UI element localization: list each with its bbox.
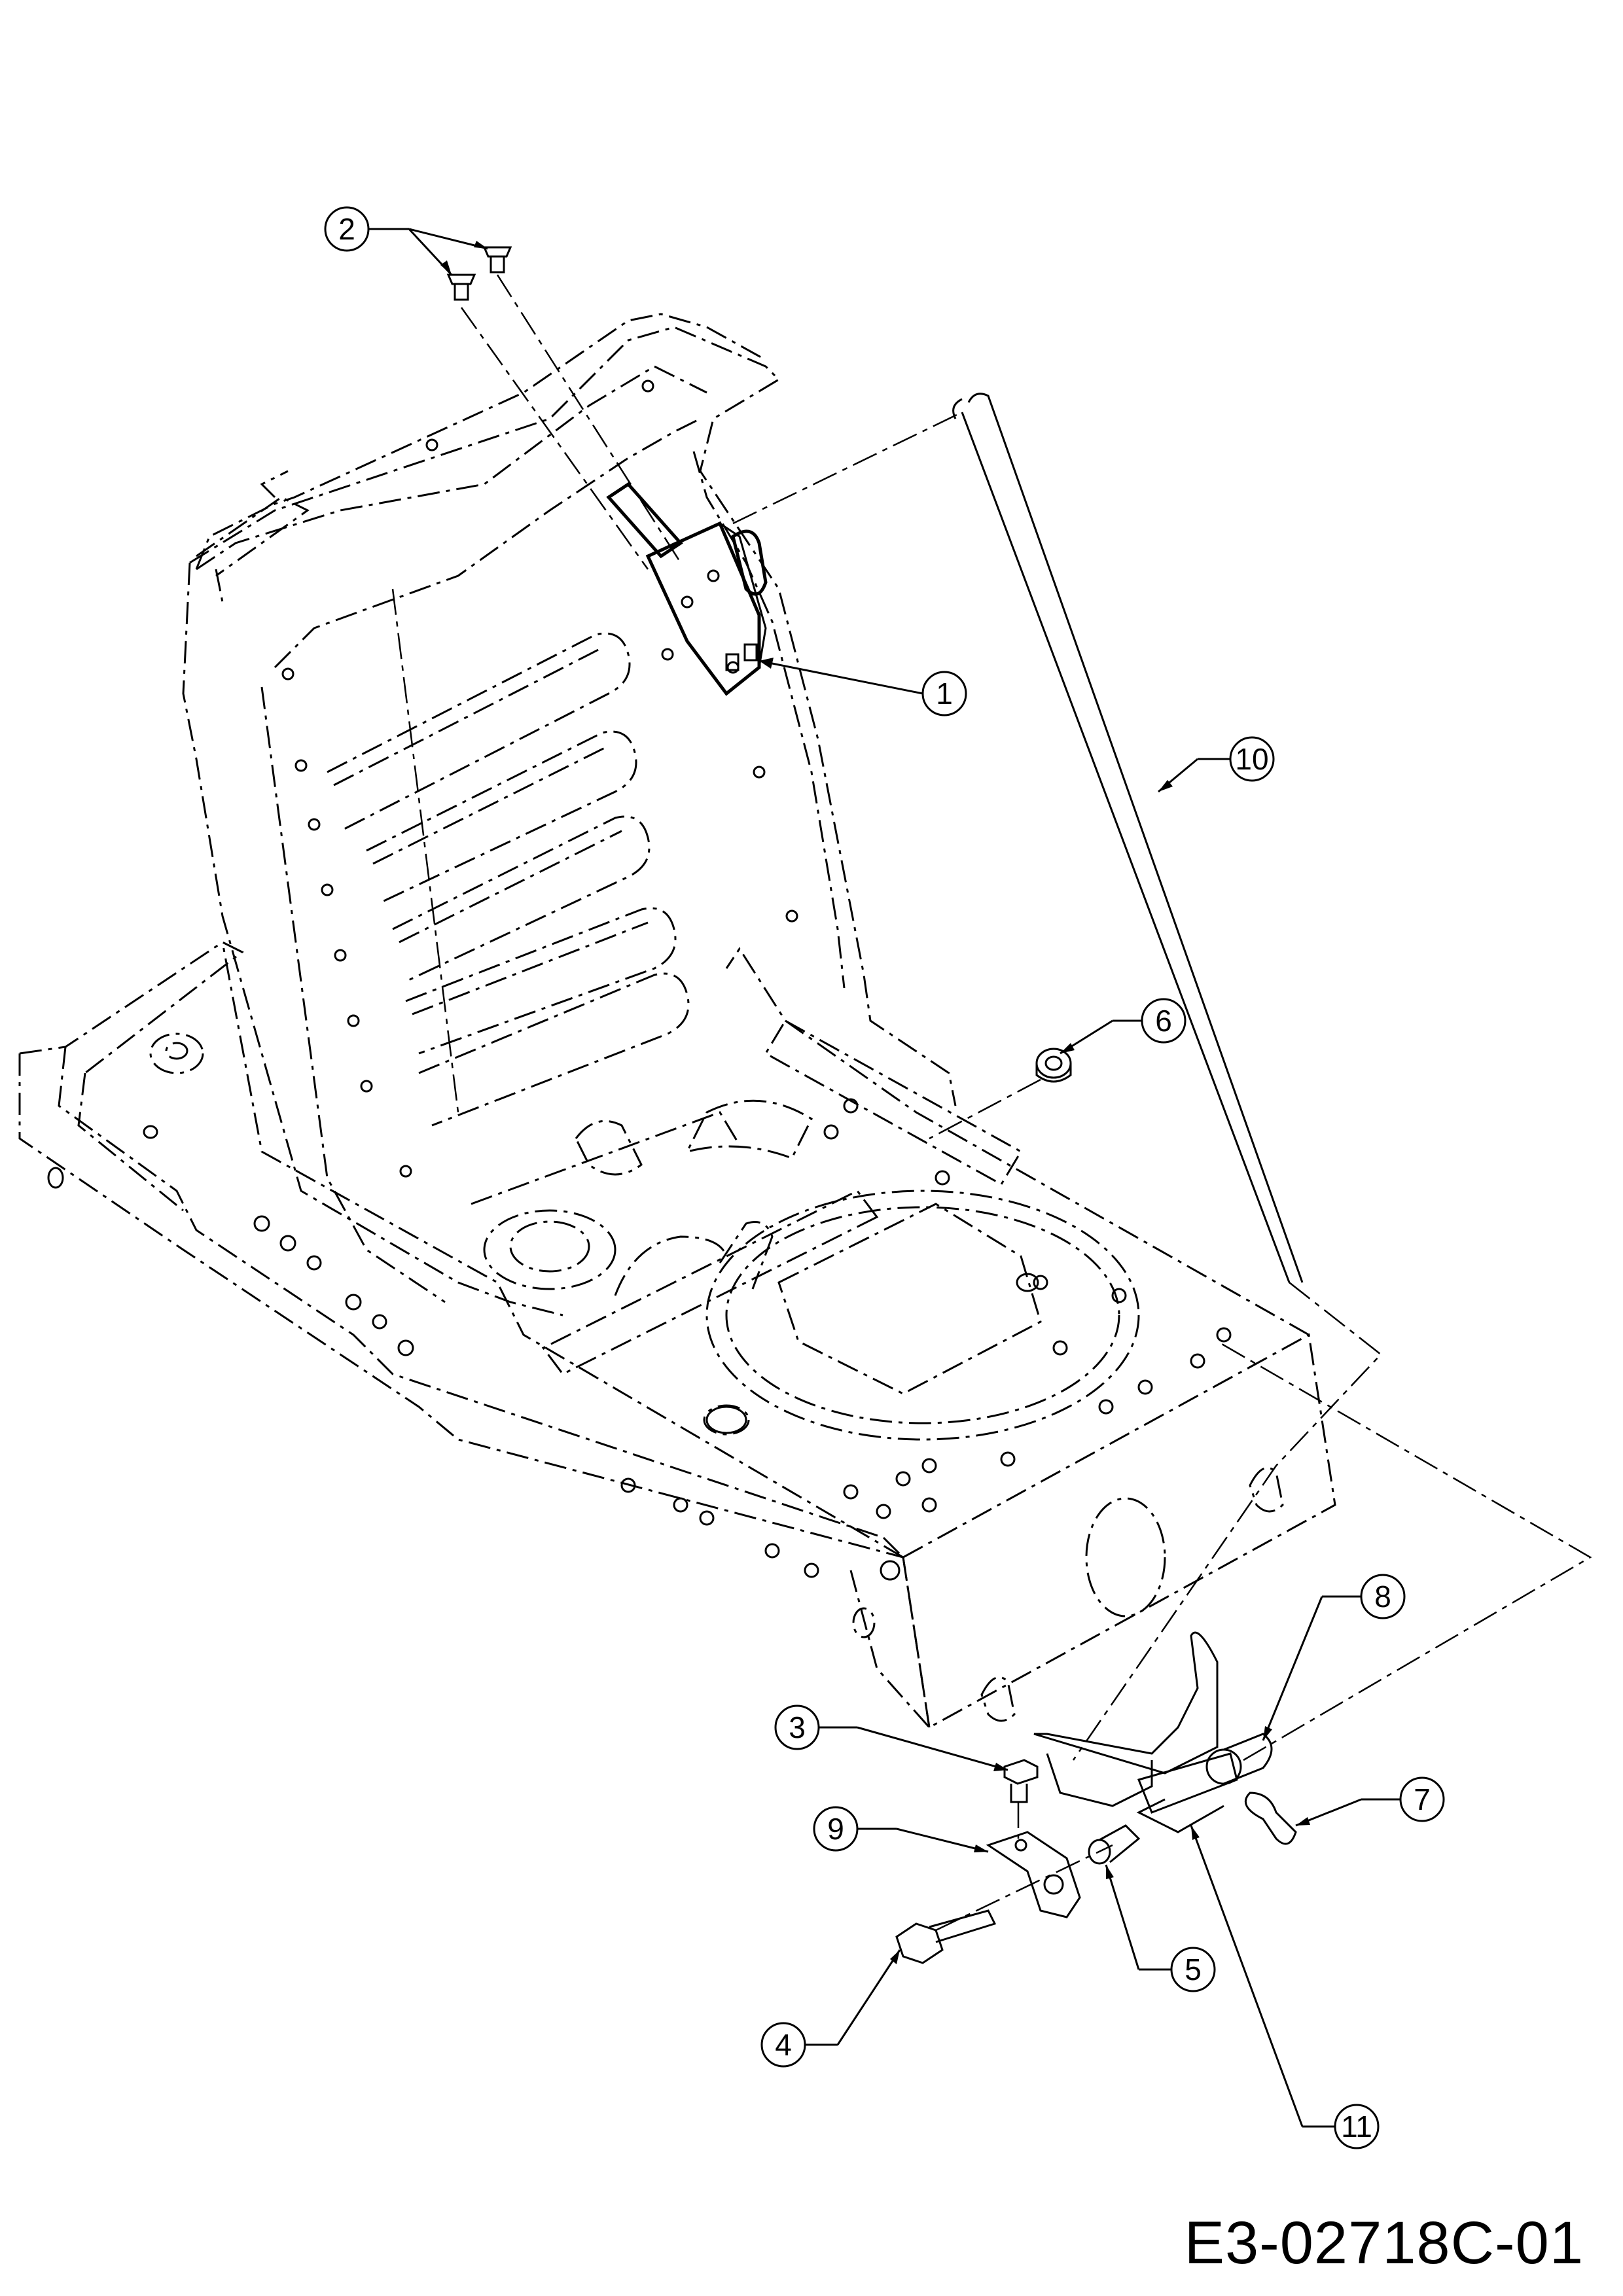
chassis-frame [18,941,1336,1729]
seat-holes [281,380,798,1178]
bracket-part-9 [986,1831,1081,1918]
front-corner-boss [880,1560,901,1581]
callout-6: 6 [1155,1004,1172,1038]
spacer-part-8 [1205,1733,1273,1785]
assembly-centerlines [391,274,1592,1932]
seat-pan [182,313,957,1316]
pedal-lever-part-11 [1033,1631,1238,1833]
rod-part-10 [952,393,1304,1283]
seat-switch-part-1 [606,482,768,696]
seat-ribs [327,632,690,1127]
callout-8: 8 [1374,1580,1391,1614]
screws-part-2 [446,246,512,301]
callout-1: 1 [936,677,953,711]
callouts: 1 2 3 4 5 6 [324,206,1445,2149]
drawing-code: E3-02718C-01 [1184,2210,1584,2276]
callout-2: 2 [338,212,355,246]
callout-9: 9 [827,1812,844,1846]
callout-10: 10 [1235,742,1268,776]
nut-part-6 [1035,1048,1072,1083]
pedal-assembly [895,1631,1297,1964]
callout-4: 4 [775,2028,792,2062]
deck-holes [705,1098,1232,1519]
callout-11: 11 [1341,2110,1372,2144]
callout-3: 3 [789,1710,806,1744]
pin-part-4 [895,1909,997,1964]
bushing-part-5 [1088,1824,1141,1865]
clip-part-7 [1244,1792,1297,1845]
callout-5: 5 [1185,1952,1202,1987]
left-rail-holes [47,1125,819,1578]
bolt-part-3 [1003,1759,1039,1803]
callout-7: 7 [1414,1782,1431,1816]
